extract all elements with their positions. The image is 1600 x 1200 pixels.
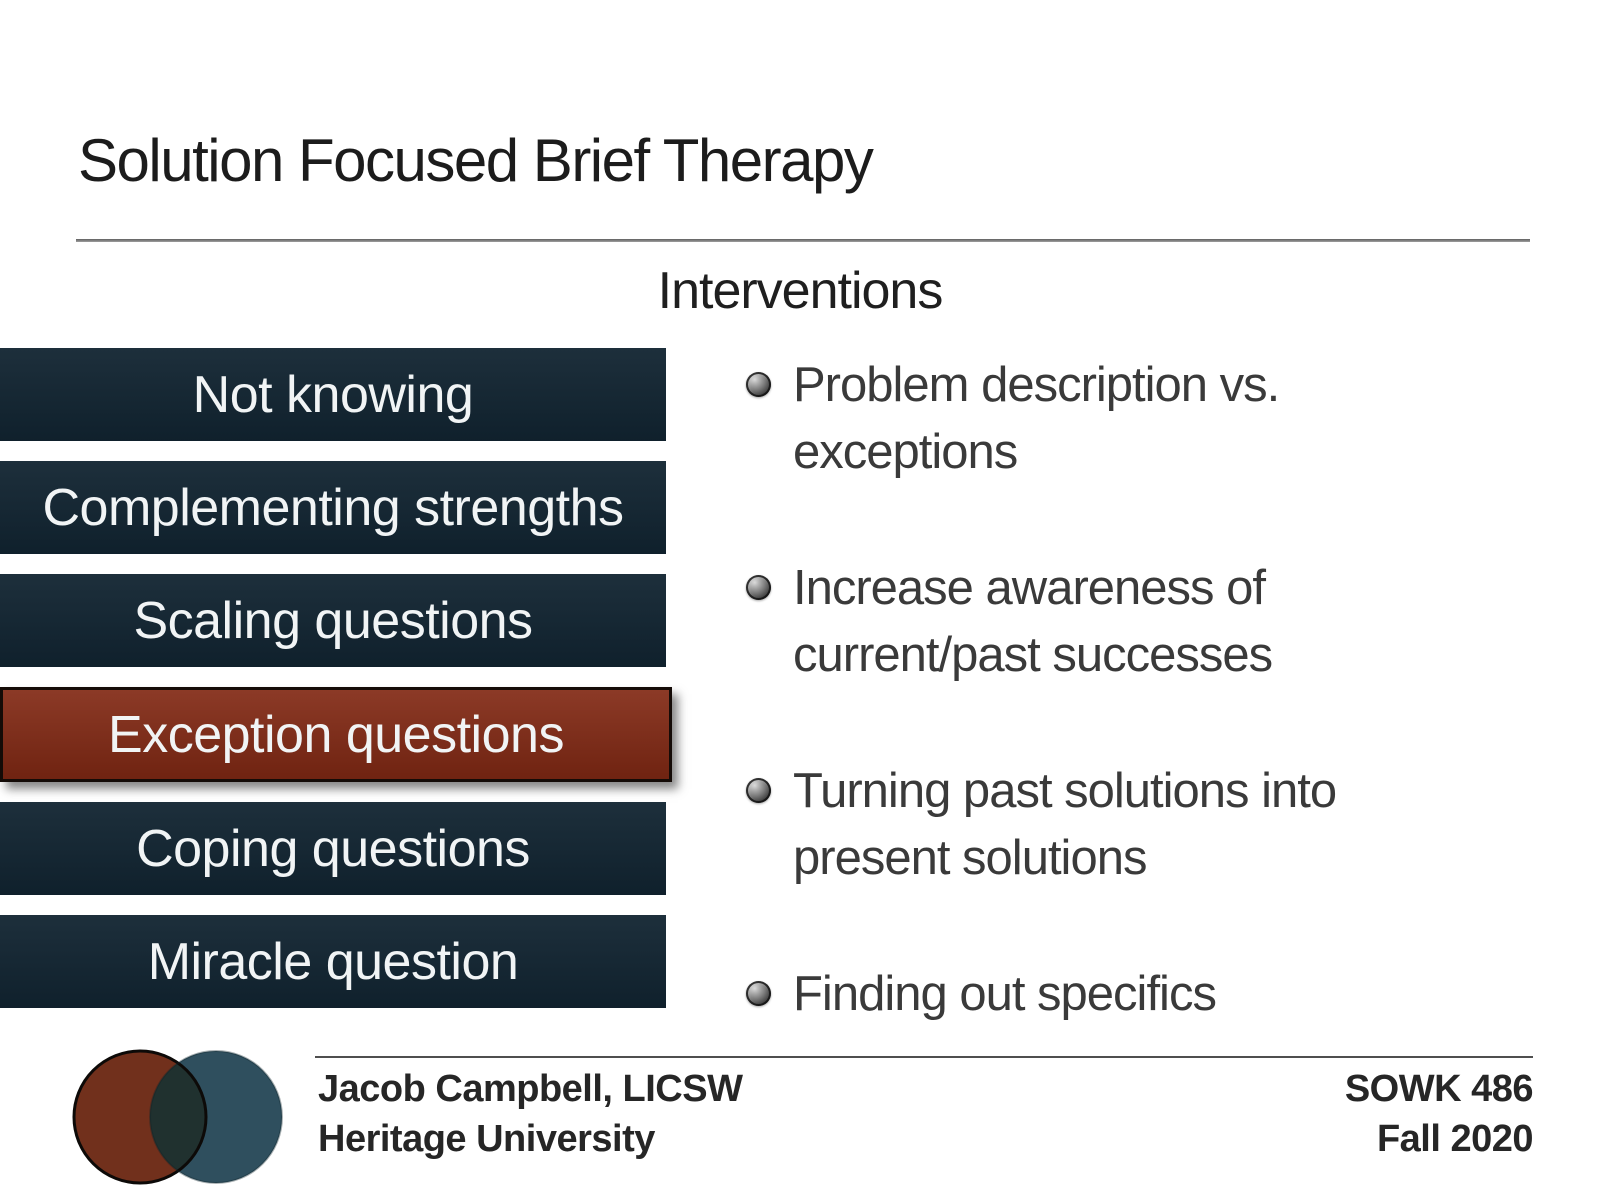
footer-author: Jacob Campbell, LICSW: [318, 1068, 743, 1110]
venn-overlap: [149, 1063, 207, 1171]
technique-box: Scaling questions: [0, 574, 666, 667]
technique-box-label: Scaling questions: [133, 591, 533, 650]
technique-stack: Not knowing Complementing strengths Scal…: [0, 348, 690, 1028]
technique-box: Not knowing: [0, 348, 666, 441]
title-divider: [76, 239, 1530, 242]
bullet-text: Turning past solutions into present solu…: [793, 764, 1337, 885]
bullet-text: Increase awareness of current/past succe…: [793, 561, 1273, 682]
technique-box-label: Coping questions: [136, 819, 530, 878]
slide-title: Solution Focused Brief Therapy: [78, 127, 874, 194]
venn-left-outline: [72, 1049, 208, 1185]
technique-box: Exception questions: [0, 687, 672, 782]
bullet-item: Turning past solutions into present solu…: [746, 758, 1546, 892]
technique-box-label: Complementing strengths: [42, 478, 624, 537]
technique-box-label: Exception questions: [108, 705, 564, 764]
bullet-item: Finding out specifics: [746, 961, 1546, 1028]
bullet-text: Finding out specifics: [793, 967, 1217, 1021]
sphere-bullet-icon: [746, 778, 771, 803]
intervention-bullet-list: Problem description vs. exceptions Incre…: [746, 352, 1546, 1097]
technique-box: Coping questions: [0, 802, 666, 895]
technique-box: Complementing strengths: [0, 461, 666, 554]
technique-box-label: Not knowing: [192, 365, 474, 424]
bullet-item: Increase awareness of current/past succe…: [746, 555, 1546, 689]
venn-logo: [72, 1049, 283, 1185]
footer-institution: Heritage University: [318, 1118, 655, 1160]
sphere-bullet-icon: [746, 372, 771, 397]
sphere-bullet-icon: [746, 575, 771, 600]
bullet-text: Problem description vs. exceptions: [793, 358, 1280, 479]
footer-course-block: SOWK 486 Fall 2020: [1344, 1064, 1534, 1164]
bullet-item: Problem description vs. exceptions: [746, 352, 1546, 486]
venn-right-outline: [149, 1050, 283, 1184]
footer-divider: [315, 1056, 1533, 1058]
footer-author-block: Jacob Campbell, LICSW Heritage Universit…: [318, 1064, 743, 1164]
footer-term: Fall 2020: [1376, 1118, 1534, 1160]
footer-course: SOWK 486: [1344, 1068, 1534, 1110]
section-heading: Interventions: [657, 262, 944, 320]
technique-box: Miracle question: [0, 915, 666, 1008]
technique-box-label: Miracle question: [147, 932, 519, 991]
sphere-bullet-icon: [746, 981, 771, 1006]
